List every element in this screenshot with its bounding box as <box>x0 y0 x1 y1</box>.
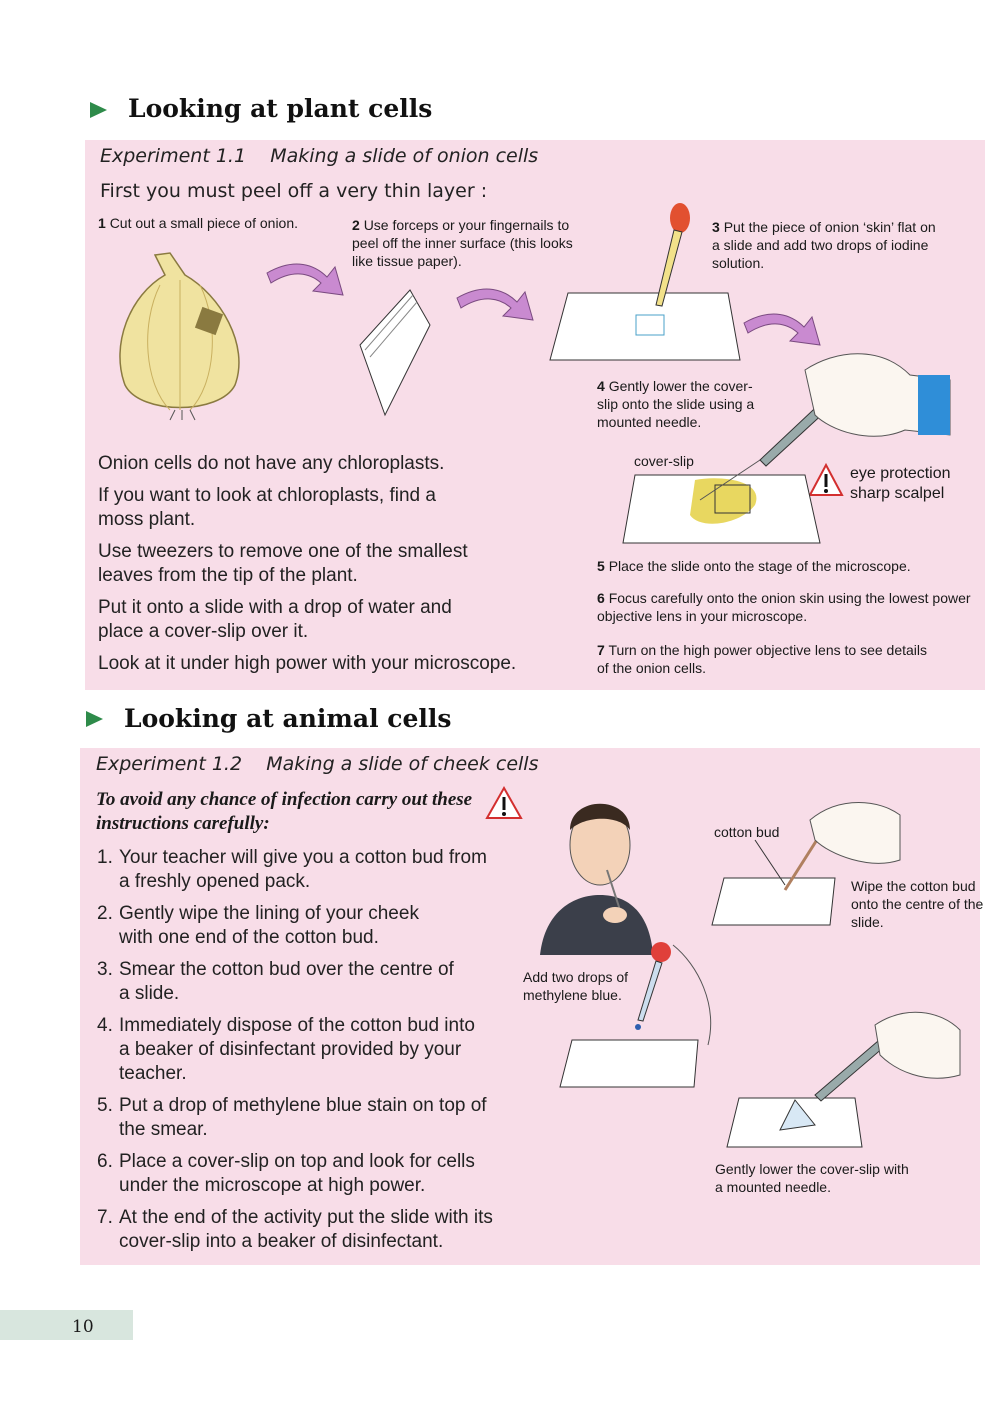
cotton-bud-label: cotton bud <box>714 824 780 840</box>
list-item: 1.Your teacher will give you a cotton bu… <box>97 847 487 892</box>
step-6: 6 Focus carefully onto the onion skin us… <box>597 590 971 624</box>
warning-icon <box>808 462 844 496</box>
list-item: 3.Smear the cotton bud over the centre o… <box>97 959 454 1004</box>
onion-illustration <box>119 252 240 421</box>
slide-dropper-illustration <box>549 203 741 361</box>
wipe-caption: Wipe the cotton bud onto the centre of t… <box>851 878 984 930</box>
list-item: 5.Put a drop of methylene blue stain on … <box>97 1095 487 1140</box>
step-2: 2 Use forceps or your fingernails to pee… <box>352 217 573 269</box>
boy-cotton-bud-illustration <box>540 803 653 955</box>
arrow-icon <box>456 288 534 321</box>
arrow-icon <box>266 263 344 296</box>
caution-text: To avoid any chance of infection carry o… <box>96 789 473 834</box>
list-item: 7.At the end of the activity put the sli… <box>97 1207 493 1252</box>
section-bullet-icon <box>86 711 103 727</box>
mounted-needle-illustration <box>622 353 951 544</box>
section-bullet-icon <box>90 102 107 118</box>
cover-slip-label: cover-slip <box>634 453 694 469</box>
section-title-plant: Looking at plant cells <box>128 94 433 123</box>
list-item: 4.Immediately dispose of the cotton bud … <box>97 1015 475 1084</box>
warning-icon <box>485 785 523 819</box>
experiment-title: Making a slide of onion cells <box>270 145 539 167</box>
step-1: 1 Cut out a small piece of onion. <box>98 215 299 231</box>
page-number: 10 <box>72 1317 94 1337</box>
list-item: 6.Place a cover-slip on top and look for… <box>97 1151 475 1196</box>
step-5: 5 Place the slide onto the stage of the … <box>597 558 911 574</box>
step-3: 3 Put the piece of onion ‘skin’ flat on … <box>712 219 936 271</box>
onion-skin-illustration <box>359 289 431 417</box>
methylene-blue-dropper-illustration <box>559 942 712 1088</box>
intro-text: First you must peel off a very thin laye… <box>100 180 488 202</box>
plant-paragraphs: Onion cells do not have any chloroplasts… <box>98 453 517 674</box>
drops-caption: Add two drops of methylene blue. <box>523 969 629 1003</box>
step-7: 7 Turn on the high power objective lens … <box>597 642 927 676</box>
lower-caption: Gently lower the cover-slip with a mount… <box>715 1161 909 1195</box>
instruction-list: 1.Your teacher will give you a cotton bu… <box>97 846 497 1262</box>
lower-cover-slip-illustration <box>726 1011 961 1148</box>
step-4: 4 Gently lower the cover-slip onto the s… <box>597 378 755 430</box>
section-title-animal: Looking at animal cells <box>124 704 452 733</box>
experiment-number: Experiment 1.1 <box>100 145 247 167</box>
arrow-icon <box>743 313 821 346</box>
experiment-heading-1: Experiment 1.1 Making a slide of onion c… <box>100 145 538 167</box>
page-number-bar: 10 <box>0 1310 133 1340</box>
list-item: 2.Gently wipe the lining of your cheek w… <box>97 903 419 948</box>
experiment-heading-2: Experiment 1.2 Making a slide of cheek c… <box>96 753 539 775</box>
wipe-slide-illustration <box>711 802 901 926</box>
